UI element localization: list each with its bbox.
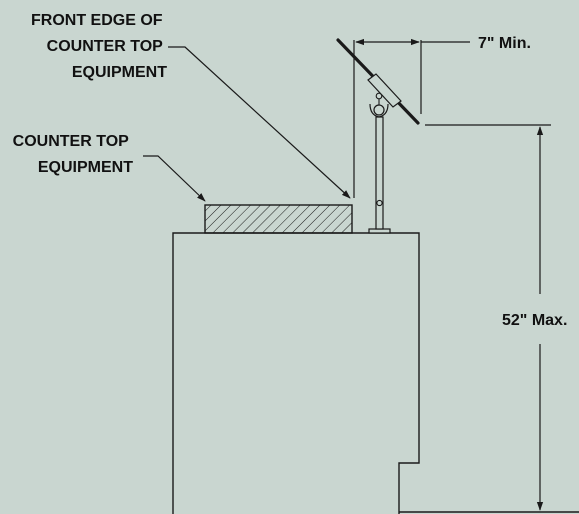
pole-hinge	[373, 104, 385, 116]
front-edge-label-line-2: COUNTER TOP	[47, 38, 163, 55]
counter-top-equipment-block	[204, 204, 353, 234]
min-dimension-label: 7" Min.	[478, 35, 531, 52]
counter-top-label-line-1: COUNTER TOP	[13, 133, 129, 150]
counter-cabinet	[172, 232, 420, 514]
mounting-pole	[375, 116, 384, 230]
front-edge-leader	[168, 46, 351, 199]
front-edge-label-line-1: FRONT EDGE OF	[31, 12, 163, 29]
pole-knob	[376, 199, 383, 207]
reader-mount-plate	[367, 73, 402, 108]
counter-top-leader	[143, 155, 206, 202]
hinge-pin	[375, 92, 383, 100]
counter-top-label: COUNTER TOP EQUIPMENT	[13, 133, 134, 176]
pole-base	[368, 228, 391, 234]
counter-top-label-line-2: EQUIPMENT	[38, 159, 133, 176]
front-edge-label: FRONT EDGE OF COUNTER TOP EQUIPMENT	[31, 12, 167, 81]
front-edge-label-line-3: EQUIPMENT	[72, 64, 167, 81]
hinge-bracket	[369, 103, 389, 118]
max-dimension-label: 52" Max.	[502, 312, 567, 329]
